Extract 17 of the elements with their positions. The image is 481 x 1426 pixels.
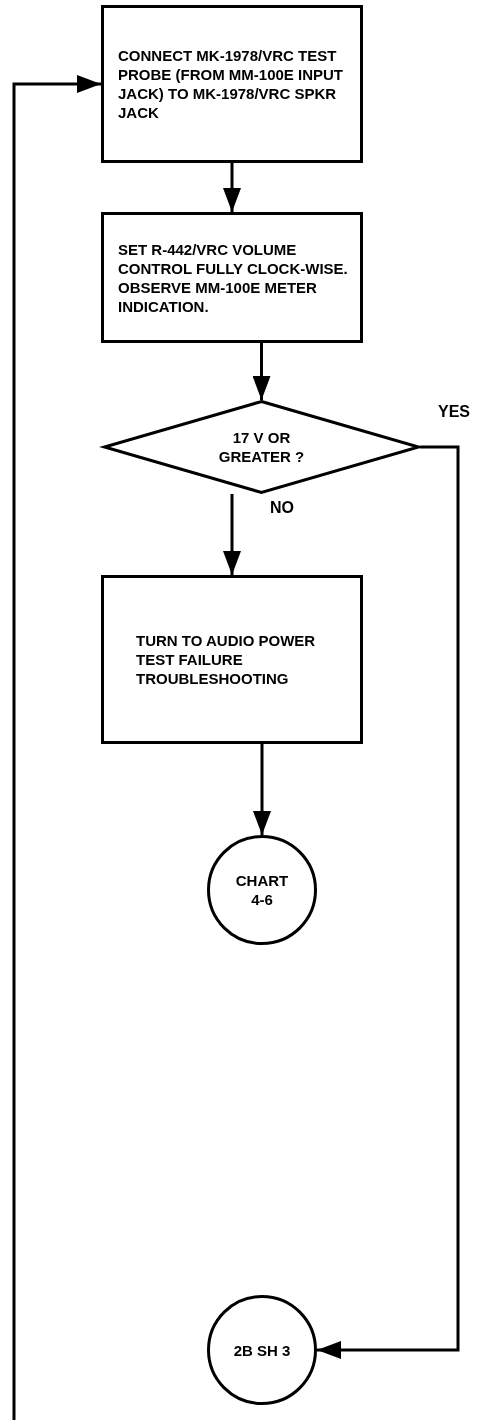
process-box — [101, 212, 363, 343]
process-box — [101, 575, 363, 744]
connector-circle — [207, 835, 317, 945]
arrow — [252, 343, 271, 400]
step-text: 2B SH 3 — [232, 1340, 292, 1360]
step-text: SET R-442/VRC VOLUME CONTROL FULLY CLOCK-WISE. OBSERVE MM-100E METER INDICATION. — [118, 239, 349, 316]
step-text: TURN TO AUDIO POWER TEST FAILURE TROUBLESHOOTING — [136, 631, 317, 688]
step-text: CHART 4-6 — [234, 871, 290, 909]
arrow — [223, 494, 241, 575]
arrow — [12, 75, 101, 1420]
step-text: 17 V OR GREATER ? — [217, 428, 306, 466]
connector-circle — [207, 1295, 317, 1405]
process-box — [101, 5, 363, 163]
arrow — [253, 744, 271, 835]
arrow — [317, 445, 460, 1359]
arrow — [223, 163, 241, 212]
step-text: CONNECT MK-1978/VRC TEST PROBE (FROM MM-100E INPUT JACK) TO MK-1978/VRC SPKR JACK — [118, 46, 344, 122]
